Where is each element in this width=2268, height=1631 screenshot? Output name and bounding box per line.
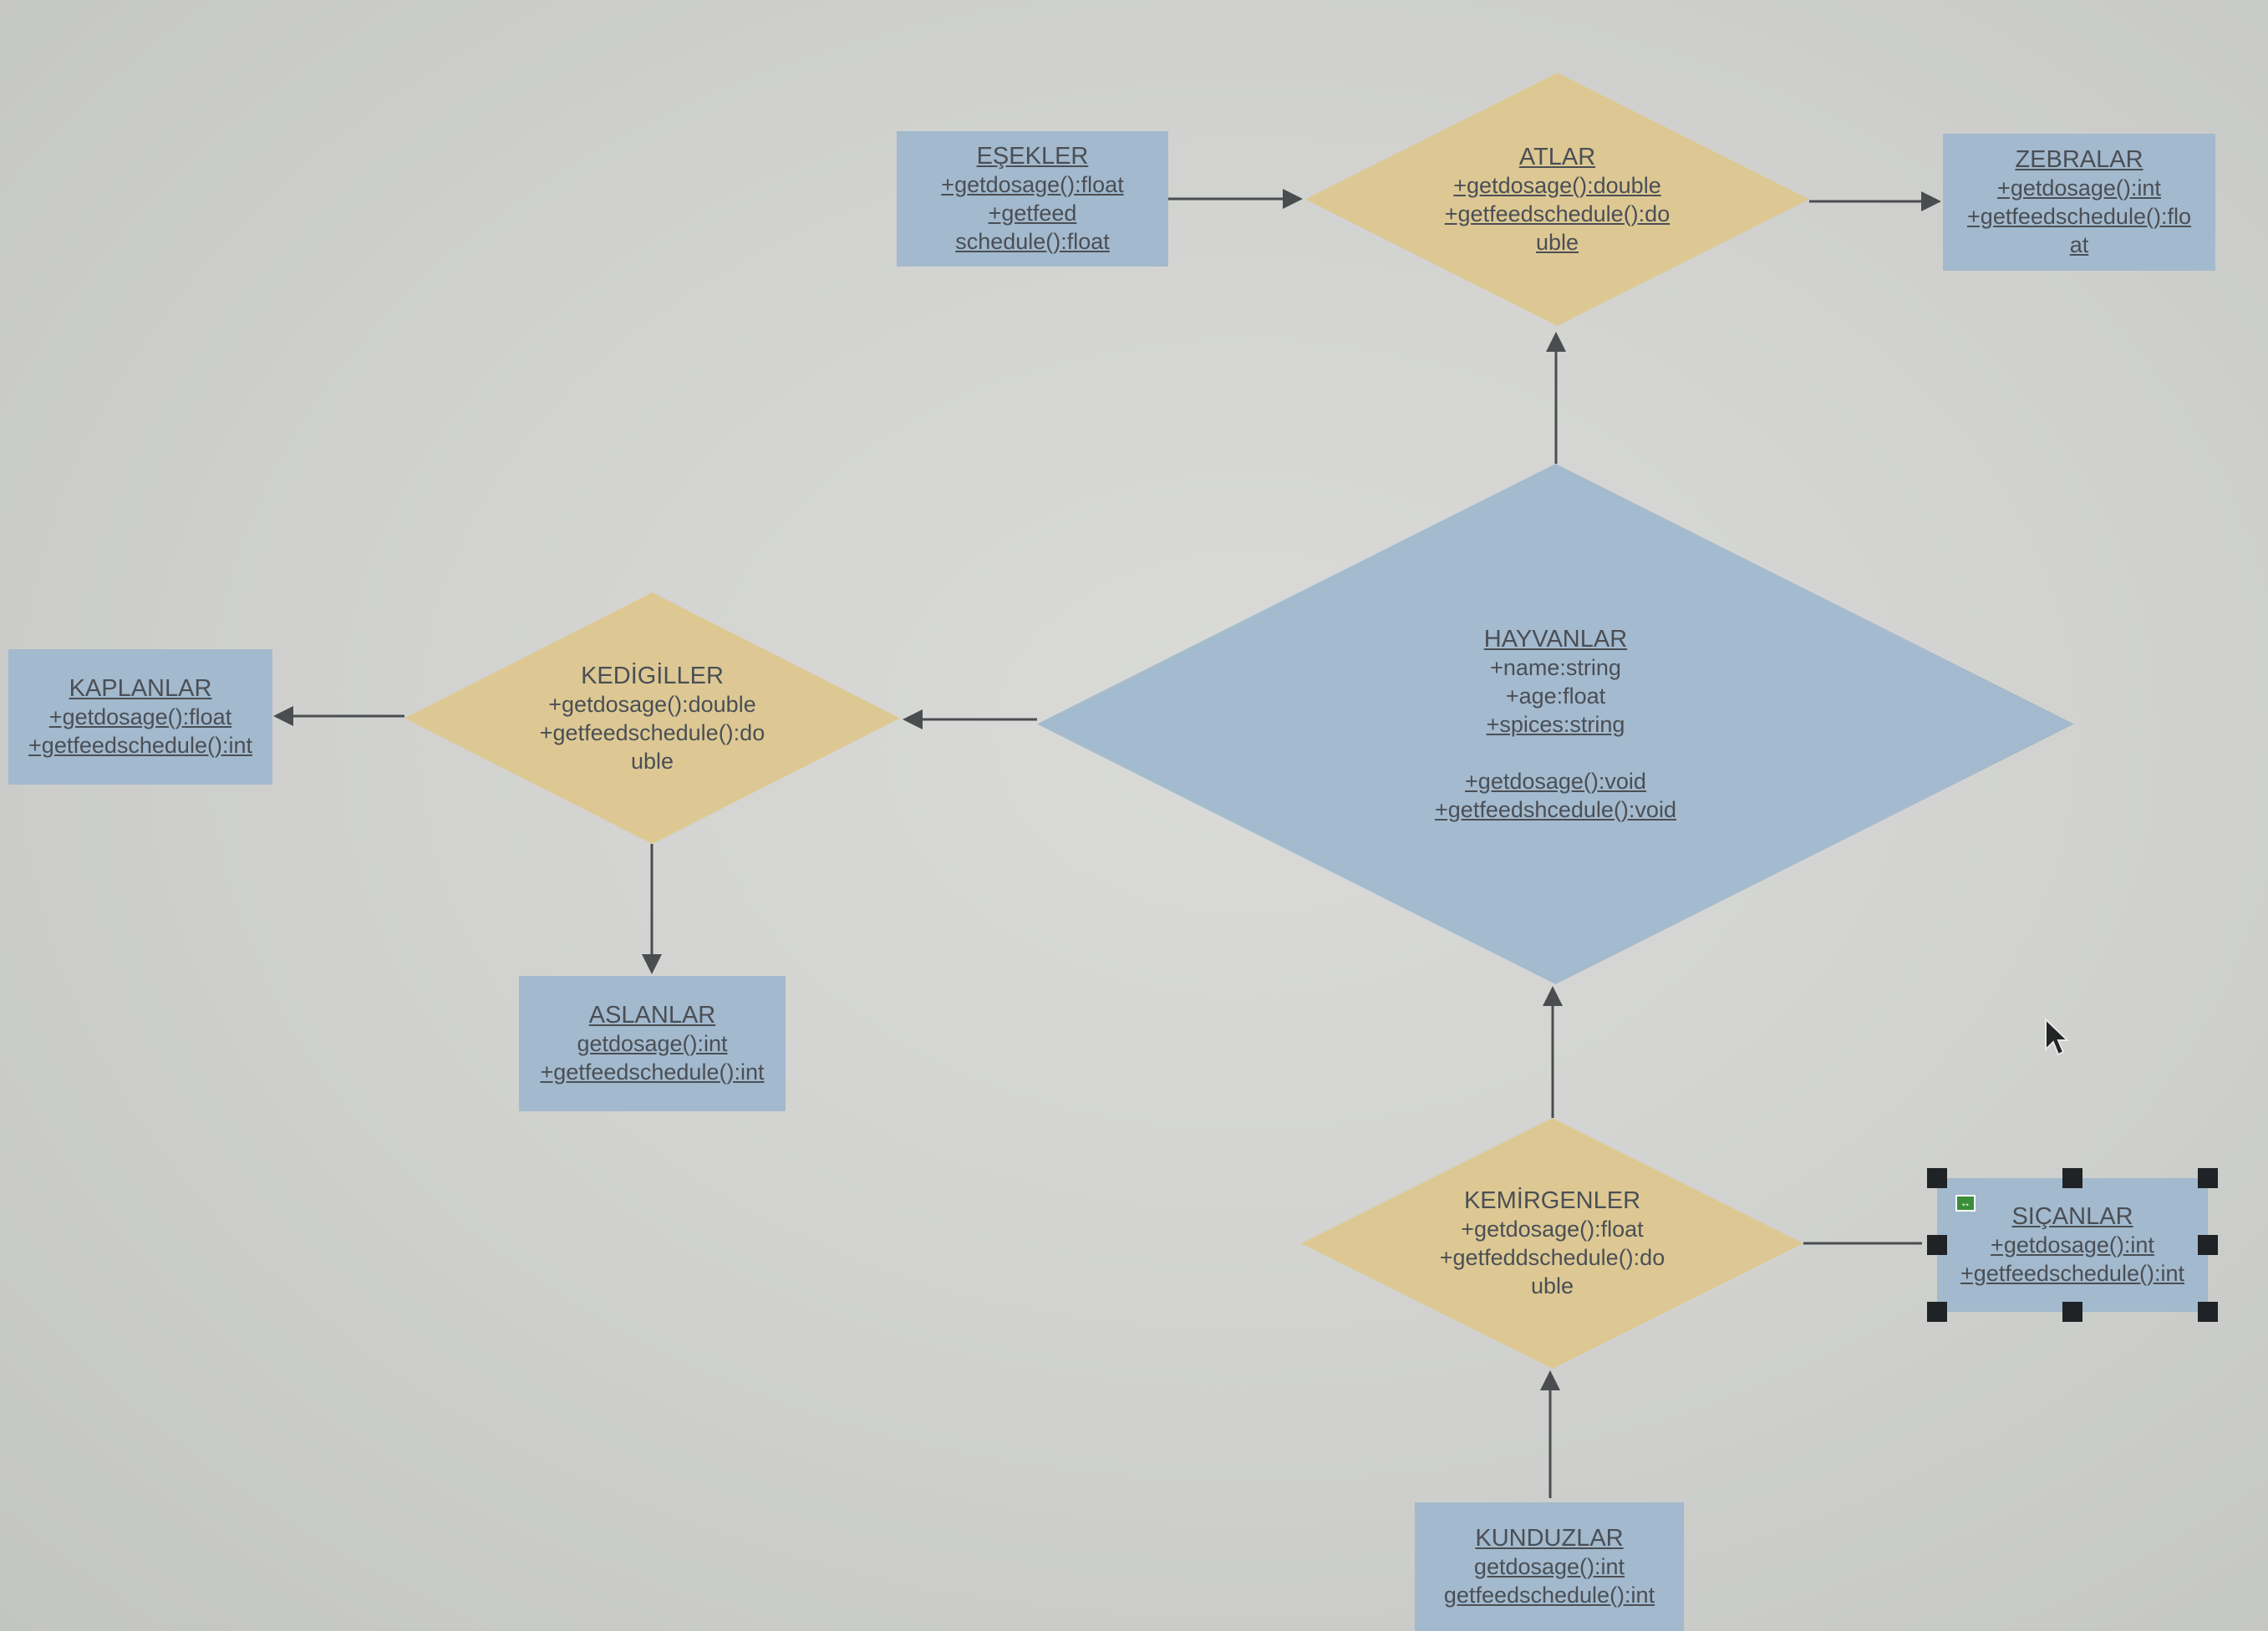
class-method: uble (1530, 1273, 1574, 1298)
class-attribute: +name:string (1490, 654, 1621, 680)
class-method: +getfeedshcedule():void (1435, 796, 1676, 822)
class-method: +getdosage():int (1991, 1232, 2154, 1258)
section-gap (1435, 739, 1676, 767)
class-method: +getdosage():float (1461, 1217, 1644, 1242)
class-title-zebralar: ZEBRALAR (2015, 146, 2143, 173)
resize-handle-icon[interactable]: ↔ (1955, 1195, 1976, 1212)
class-title-kaplanlar: KAPLANLAR (69, 675, 212, 702)
class-method: uble (630, 748, 674, 774)
class-method: +getfeedschedule():do (539, 719, 765, 745)
class-method: +getdosage():float (941, 172, 1124, 197)
class-title-kedigiller: KEDİGİLLER (581, 662, 724, 689)
class-method: +getfeedschedule():int (28, 733, 252, 758)
class-title-hayvanlar: HAYVANLAR (1483, 625, 1628, 653)
class-box-sicanlar[interactable]: SIÇANLAR +getdosage():int +getfeedschedu… (1937, 1178, 2208, 1312)
diamond-kedigiller[interactable]: KEDİGİLLER +getdosage():double +getfeeds… (404, 592, 900, 844)
class-box-esekler[interactable]: EŞEKLER +getdosage():float +getfeed sche… (897, 131, 1168, 267)
selection-handle-bottom-right[interactable] (2198, 1302, 2218, 1322)
mouse-cursor-icon (2045, 1018, 2069, 1056)
class-method: uble (1535, 229, 1579, 255)
class-method: getdosage():int (577, 1031, 728, 1056)
class-attribute: +spices:string (1486, 711, 1625, 737)
selection-handle-top-center[interactable] (2062, 1168, 2082, 1188)
selection-handle-bottom-left[interactable] (1927, 1302, 1947, 1322)
class-method: at (2069, 232, 2089, 257)
class-title-esekler: EŞEKLER (976, 143, 1089, 170)
class-method: +getfeedschedule():flo (1967, 204, 2191, 229)
diamond-atlar[interactable]: ATLAR +getdosage():double +getfeedschedu… (1305, 73, 1809, 326)
class-method: +getdosage():int (1997, 175, 2161, 201)
class-method: getdosage():int (1473, 1554, 1625, 1579)
class-box-zebralar[interactable]: ZEBRALAR +getdosage():int +getfeedschedu… (1943, 134, 2215, 271)
class-method: +getdosage():float (48, 704, 232, 729)
class-box-kunduzlar[interactable]: KUNDUZLAR getdosage():int getfeedschedul… (1415, 1502, 1684, 1631)
class-method: getfeedschedule():int (1443, 1583, 1655, 1608)
class-method: +getfeed (988, 201, 1077, 226)
class-title-sicanlar: SIÇANLAR (2011, 1203, 2133, 1230)
class-attribute: +age:float (1505, 683, 1606, 709)
class-title-kunduzlar: KUNDUZLAR (1475, 1525, 1624, 1552)
selection-handle-top-left[interactable] (1927, 1168, 1947, 1188)
selection-handle-bottom-center[interactable] (2062, 1302, 2082, 1322)
class-method: +getfeedschedule():int (1960, 1261, 2184, 1286)
class-method: +getfeddschedule():do (1439, 1245, 1665, 1270)
class-method: +getdosage():void (1465, 768, 1646, 794)
diamond-hayvanlar[interactable]: HAYVANLAR +name:string +age:float +spice… (1037, 464, 2074, 984)
class-box-kaplanlar[interactable]: KAPLANLAR +getdosage():float +getfeedsch… (8, 649, 272, 785)
class-title-aslanlar: ASLANLAR (588, 1002, 716, 1029)
class-method: +getfeedschedule():int (540, 1059, 765, 1085)
selection-handle-middle-left[interactable] (1927, 1235, 1947, 1255)
class-box-aslanlar[interactable]: ASLANLAR getdosage():int +getfeedschedul… (519, 976, 786, 1111)
class-method: schedule():float (955, 229, 1110, 254)
class-method: +getdosage():double (548, 691, 756, 717)
selection-handle-middle-right[interactable] (2198, 1235, 2218, 1255)
class-method: +getfeedschedule():do (1444, 201, 1670, 226)
class-method: +getdosage():double (1453, 172, 1661, 198)
class-title-atlar: ATLAR (1518, 143, 1596, 170)
selection-handle-top-right[interactable] (2198, 1168, 2218, 1188)
class-title-kemirgenler: KEMİRGENLER (1463, 1187, 1641, 1214)
diamond-kemirgenler[interactable]: KEMİRGENLER +getdosage():float +getfedds… (1301, 1118, 1803, 1369)
